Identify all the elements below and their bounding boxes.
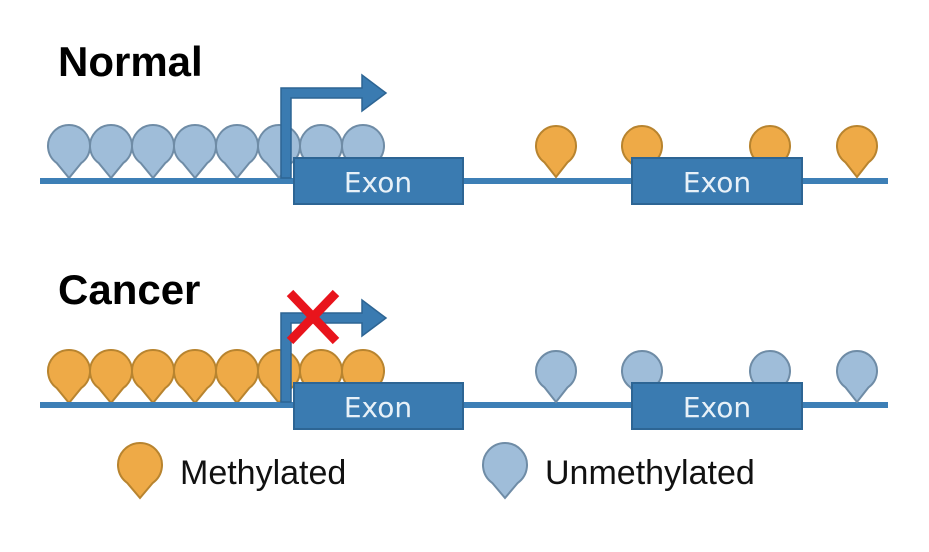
cancer-panel: Cancer Exon Exon xyxy=(40,266,888,430)
exon-2: Exon xyxy=(631,382,803,430)
methylated-cpg-marker xyxy=(535,125,577,179)
methylated-marker xyxy=(117,442,163,500)
exon-label: Exon xyxy=(683,166,751,199)
methylated-cpg-marker xyxy=(131,349,175,405)
gene-body-cpg-sites xyxy=(535,125,878,179)
unmethylated-cpg-marker xyxy=(173,124,217,180)
methylated-cpg-marker xyxy=(89,349,133,405)
normal-panel: Normal Exon Exon xyxy=(40,38,888,205)
methylated-cpg-marker xyxy=(215,349,259,405)
methylated-cpg-marker xyxy=(836,125,878,179)
cancer-title: Cancer xyxy=(58,266,200,313)
legend: Methylated Unmethylated xyxy=(117,442,755,500)
exon-1: Exon xyxy=(293,157,464,205)
x-mark-icon xyxy=(286,289,340,345)
exon-label: Exon xyxy=(344,391,412,424)
unmethylated-cpg-marker xyxy=(131,124,175,180)
normal-title: Normal xyxy=(58,38,203,85)
legend-methylated-label: Methylated xyxy=(180,454,346,492)
methylated-swatch-icon xyxy=(117,442,163,500)
unmethylated-cpg-marker xyxy=(836,350,878,404)
unmethylated-marker xyxy=(482,442,528,500)
unmethylated-cpg-marker xyxy=(89,124,133,180)
unmethylated-cpg-marker xyxy=(215,124,259,180)
unmethylated-cpg-marker xyxy=(535,350,577,404)
transcription-arrow-icon xyxy=(280,73,388,179)
methylated-cpg-marker xyxy=(173,349,217,405)
legend-unmethylated-label: Unmethylated xyxy=(545,454,755,492)
exon-label: Exon xyxy=(344,166,412,199)
exon-label: Exon xyxy=(683,391,751,424)
unmethylated-cpg-marker xyxy=(47,124,91,180)
exon-1: Exon xyxy=(293,382,464,430)
exon-2: Exon xyxy=(631,157,803,205)
methylated-cpg-marker xyxy=(47,349,91,405)
unmethylated-swatch-icon xyxy=(482,442,528,500)
